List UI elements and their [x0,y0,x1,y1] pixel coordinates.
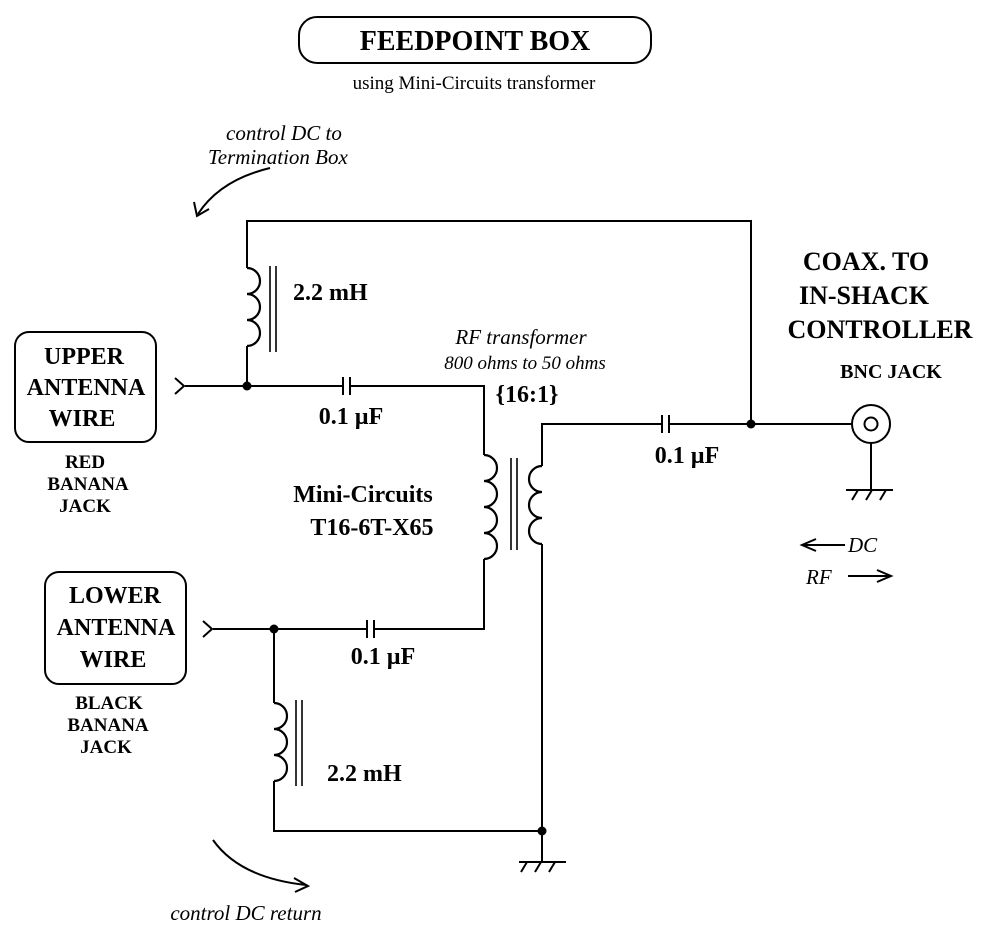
lower-wire-b [374,559,485,630]
rf-transformer-ratio: {16:1} [496,382,559,408]
upper-antenna-box [14,331,157,443]
coax-line3: CONTROLLER [788,315,973,344]
output-junction-dot [746,419,756,429]
upper-junction-dot [242,381,252,391]
coax-line1: COAX. TO [803,247,929,276]
transformer-label-1: Mini-Circuits [293,482,433,508]
lower-cap-label: 0.1 µF [351,644,416,670]
lower-inductor-coil [273,701,289,783]
bnc-ground-hatch-2 [865,489,873,501]
curved-arrow-upper [197,167,271,215]
main-ground-hatch-2 [534,861,542,873]
dc-loop-wire [246,220,752,424]
bnc-jack-inner [863,416,879,432]
rf-transformer-line1: RF transformer [454,325,587,349]
bnc-ground-hatch-1 [851,489,859,501]
note-control-dc-to-2: Termination Box [208,145,348,169]
rf-label: RF [805,565,832,589]
lower-jack-line2: BANANA [67,715,149,736]
output-cap-label: 0.1 µF [655,443,720,469]
title-frame [298,16,652,64]
upper-inductor-coil [246,266,262,348]
subtitle: using Mini-Circuits transformer [353,73,596,94]
transformer-secondary-coil [527,464,543,546]
lower-jack-line1: BLACK [75,693,143,714]
arrowhead-upper [193,201,210,218]
main-ground-hatch-3 [548,861,556,873]
lower-jack-chevron [202,620,214,638]
transformer-primary-coil [483,453,499,561]
lower-return-wire [273,781,542,832]
upper-antenna-line2: ANTENNA [27,375,146,401]
note-control-dc-to-1: control DC to [226,121,342,145]
bnc-jack-label: BNC JACK [840,361,942,383]
rf-arrow-head [876,569,894,583]
bnc-ground-hatch-3 [879,489,887,501]
upper-inductor-label: 2.2 mH [293,280,368,306]
upper-jack-line2: BANANA [47,474,129,495]
secondary-top-wire [541,423,661,466]
upper-jack-chevron [174,377,186,395]
coax-line2: IN-SHACK [799,281,930,310]
lower-antenna-line3: WIRE [80,647,147,673]
transformer-label-2: T16-6T-X65 [310,515,433,541]
dc-arrow-head [799,538,817,552]
main-ground-hatch-1 [520,861,528,873]
upper-jack-line1: RED [65,452,105,473]
lower-inductor-label: 2.2 mH [327,761,402,787]
note-control-dc-return: control DC return [170,901,321,925]
arrowhead-lower [293,877,311,893]
lower-antenna-line1: LOWER [69,583,162,609]
title: FEEDPOINT BOX [360,26,591,57]
lower-antenna-line2: ANTENNA [57,615,176,641]
bnc-jack-outer [851,404,891,444]
lower-jack-line3: JACK [80,737,132,758]
upper-cap-label: 0.1 µF [319,404,384,430]
curved-arrow-lower [212,839,307,886]
upper-antenna-line1: UPPER [44,344,125,370]
upper-wire-b [350,385,485,455]
upper-antenna-line3: WIRE [49,406,116,432]
lower-antenna-box [44,571,187,685]
upper-jack-line3: JACK [59,496,111,517]
dc-label: DC [847,533,878,557]
rf-transformer-line2: 800 ohms to 50 ohms [444,353,606,374]
